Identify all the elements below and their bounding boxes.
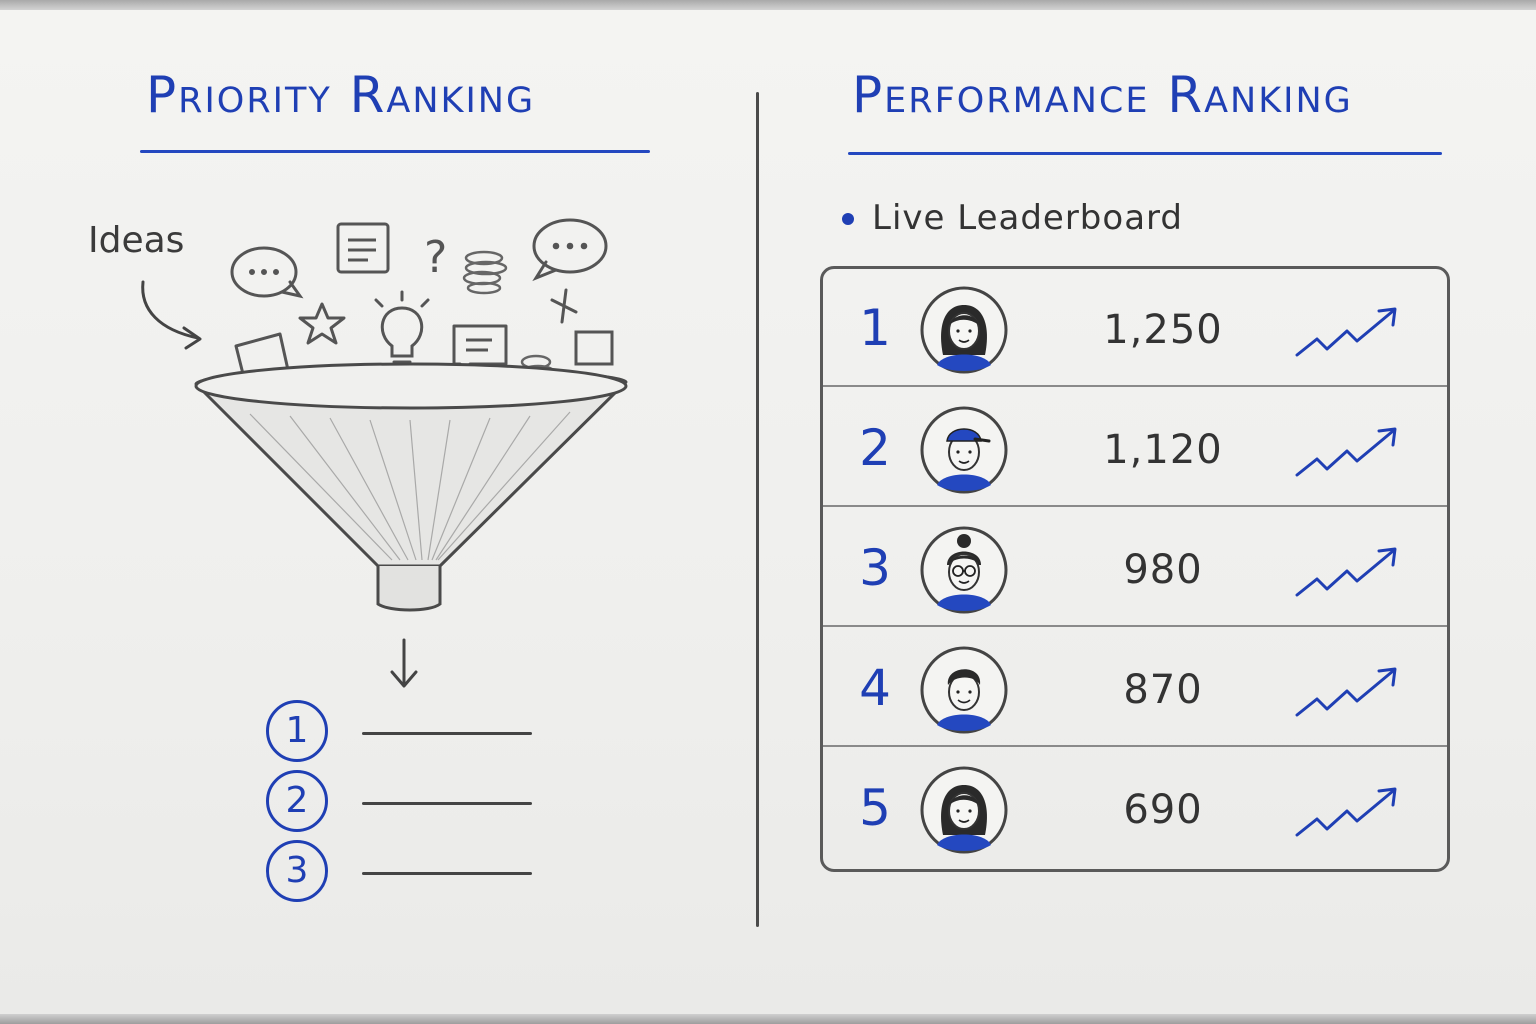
priority-blank-line (362, 872, 532, 875)
live-leaderboard-label: Live Leaderboard (872, 198, 1183, 238)
rank-number: 3 (859, 539, 891, 597)
leaderboard-row: 5 690 (823, 749, 1447, 867)
priority-title-underline (140, 150, 650, 153)
ideas-arrow-icon (141, 280, 200, 340)
question-mark-icon: ? (424, 232, 447, 283)
priority-number-badge: 2 (266, 770, 328, 832)
leaderboard-row: 3 980 (823, 509, 1447, 627)
row-separator (823, 505, 1447, 507)
board-frame-bottom (0, 1014, 1536, 1024)
square-icon (574, 330, 614, 366)
priority-ranking-title: Priority Ranking (146, 66, 536, 124)
woman-long-hair-avatar-icon (920, 766, 1008, 854)
priority-number-badge: 3 (266, 840, 328, 902)
score-value: 690 (1123, 787, 1203, 833)
funnel-icon (194, 362, 628, 612)
scribble-coil-icon (462, 250, 508, 295)
rank-number: 2 (859, 419, 891, 477)
row-separator (823, 625, 1447, 627)
leaderboard-row: 2 1,120 (823, 389, 1447, 507)
man-cap-avatar-icon (920, 406, 1008, 494)
trend-up-icon (1295, 667, 1397, 717)
score-value: 1,120 (1103, 427, 1223, 473)
score-value: 980 (1123, 547, 1203, 593)
leaderboard-table: 1 1,250 2 (820, 266, 1450, 872)
trend-up-icon (1295, 427, 1397, 477)
live-indicator-dot (842, 213, 854, 225)
speech-bubble-icon (532, 218, 608, 282)
trend-up-icon (1295, 547, 1397, 597)
leaderboard-row: 1 1,250 (823, 269, 1447, 387)
priority-blank-line (362, 802, 532, 805)
trend-up-icon (1295, 787, 1397, 837)
woman-long-hair-avatar-icon (920, 286, 1008, 374)
priority-number-badge: 1 (266, 700, 328, 762)
performance-ranking-title: Performance Ranking (852, 66, 1353, 124)
woman-bun-glasses-avatar-icon (920, 526, 1008, 614)
ideas-label: Ideas (88, 220, 185, 261)
speech-bubble-icon (230, 246, 304, 299)
priority-list-item: 2 (266, 770, 546, 834)
trend-up-icon (1295, 307, 1397, 357)
performance-title-underline (848, 152, 1442, 155)
score-value: 1,250 (1103, 307, 1223, 353)
idea-funnel-illustration: ? (141, 218, 628, 688)
down-arrow-icon (390, 638, 418, 688)
score-value: 870 (1123, 667, 1203, 713)
man-short-hair-avatar-icon (920, 646, 1008, 734)
cross-icon (550, 288, 578, 324)
note-card-icon (336, 222, 390, 274)
leaderboard-row: 4 870 (823, 629, 1447, 747)
panel-divider (756, 92, 759, 927)
row-separator (823, 385, 1447, 387)
priority-list-item: 3 (266, 840, 546, 904)
lightbulb-icon (374, 290, 430, 364)
priority-blank-line (362, 732, 532, 735)
row-separator (823, 745, 1447, 747)
rank-number: 4 (859, 659, 891, 717)
star-icon (298, 302, 346, 345)
priority-list-item: 1 (266, 700, 546, 764)
board-frame-top (0, 0, 1536, 10)
rank-number: 5 (859, 779, 891, 837)
rank-number: 1 (859, 299, 891, 357)
